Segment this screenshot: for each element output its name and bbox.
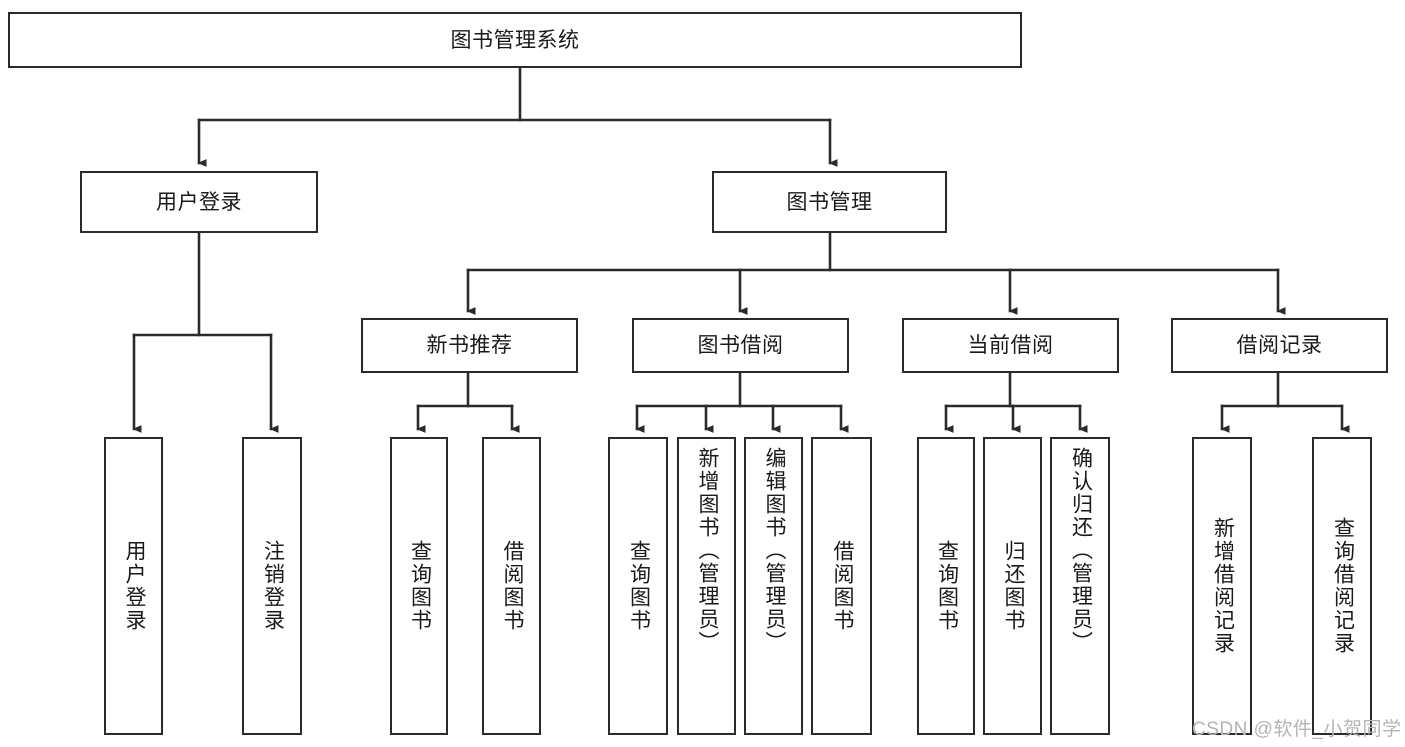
node-label: 注销登录 [261,540,285,632]
node-label: 确认归还（管理员） [1069,447,1093,654]
node-label: 新书推荐 [426,334,513,357]
node-leaf-logout-login[interactable]: 注销登录 [242,437,302,735]
node-root-system[interactable]: 图书管理系统 [8,12,1022,68]
node-label: 图书借阅 [697,334,784,357]
node-book-manage[interactable]: 图书管理 [712,171,947,233]
node-leaf-add-borrow-record[interactable]: 新增借阅记录 [1192,437,1252,735]
node-leaf-borrow-book-1[interactable]: 借阅图书 [482,437,541,735]
node-leaf-query-book-2[interactable]: 查询图书 [608,437,668,735]
node-label: 新增借阅记录 [1211,517,1235,655]
node-leaf-edit-book-admin[interactable]: 编辑图书（管理员） [744,437,803,735]
node-leaf-query-book-1[interactable]: 查询图书 [390,437,448,735]
node-leaf-query-borrow-record[interactable]: 查询借阅记录 [1312,437,1372,735]
node-leaf-confirm-return-admin[interactable]: 确认归还（管理员） [1050,437,1110,735]
node-label: 借阅记录 [1236,334,1323,357]
node-leaf-user-login[interactable]: 用户登录 [104,437,163,735]
node-current-borrow[interactable]: 当前借阅 [902,318,1119,373]
node-label: 当前借阅 [967,334,1054,357]
node-label: 查询图书 [935,540,959,632]
node-leaf-borrow-book-2[interactable]: 借阅图书 [811,437,872,735]
node-label: 编辑图书（管理员） [762,447,786,654]
node-book-borrow[interactable]: 图书借阅 [632,318,849,373]
node-label: 用户登录 [156,190,242,214]
node-label: 查询图书 [408,540,432,632]
node-label: 查询图书 [627,540,651,632]
watermark-text: CSDN @软件_小贺同学 [1192,719,1402,740]
node-user-login[interactable]: 用户登录 [80,171,318,233]
node-label: 图书管理 [786,190,873,214]
node-label: 借阅图书 [500,540,524,632]
node-leaf-query-book-3[interactable]: 查询图书 [917,437,975,735]
node-label: 查询借阅记录 [1331,517,1355,655]
node-label: 归还图书 [1001,540,1025,632]
node-label: 借阅图书 [830,540,854,632]
node-label: 图书管理系统 [450,28,580,52]
node-leaf-add-book-admin[interactable]: 新增图书（管理员） [677,437,736,735]
node-label: 用户登录 [122,540,146,632]
node-borrow-record[interactable]: 借阅记录 [1171,318,1388,373]
node-leaf-return-book[interactable]: 归还图书 [983,437,1042,735]
node-label: 新增图书（管理员） [695,447,719,654]
node-new-book-recommend[interactable]: 新书推荐 [361,318,578,373]
